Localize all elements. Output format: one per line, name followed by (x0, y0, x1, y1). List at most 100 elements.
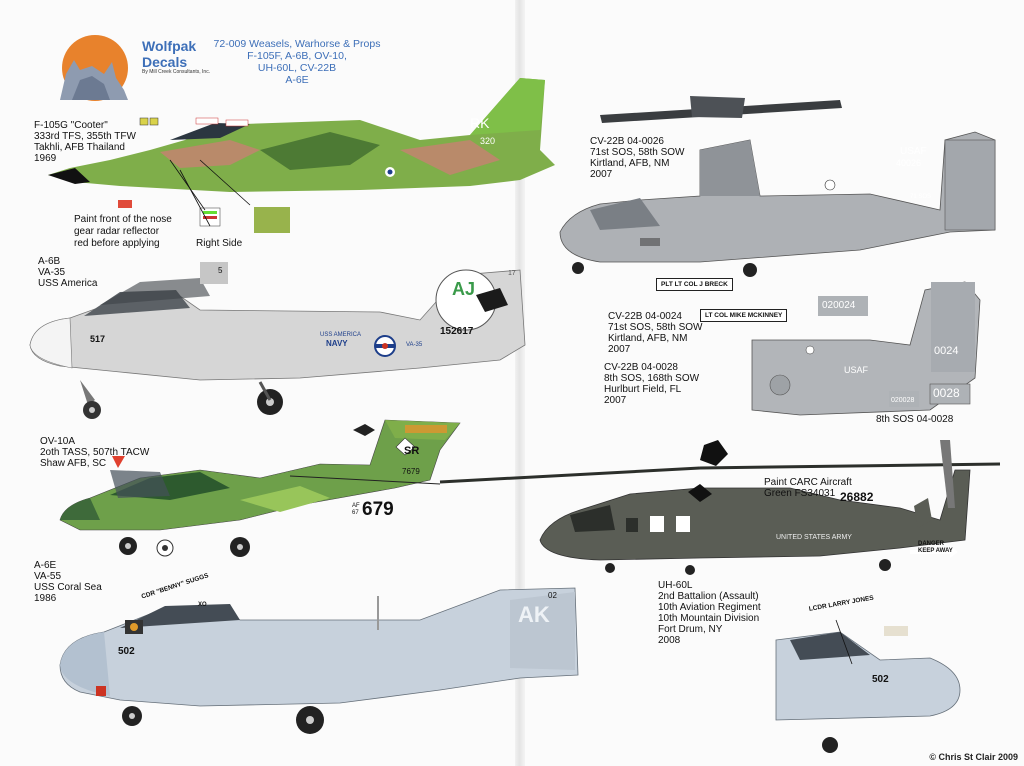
cv22b-line2: 71st SOS, 58th SOW (608, 322, 703, 333)
a6e-illustration (59, 587, 579, 734)
f105-paint-note: Paint front of the nose gear radar refle… (74, 214, 172, 250)
uh60-line6: 2008 (658, 635, 681, 646)
wolfpak-logo-icon (60, 35, 128, 101)
uh60-danger: DANGER KEEP AWAY (918, 541, 953, 555)
cv22b-usaf: USAF (844, 365, 869, 375)
cv22c-caption-tag: 8th SOS 04-0028 (876, 414, 954, 425)
cv22c-line2: 8th SOS, 168th SOW (604, 373, 700, 384)
a6e-line3: USS Coral Sea (34, 582, 102, 593)
brand-subtitle: By Mill Creek Consultants, Inc. (142, 69, 211, 75)
cv22b-line3: Kirtland, AFB, NM (608, 333, 688, 344)
a6b-line2: VA-35 (38, 267, 66, 278)
copyright: © Chris St Clair 2009 (929, 752, 1018, 762)
f105-caption: F-105G "Cooter" 333rd TFS, 355th TFW Tak… (34, 120, 136, 164)
cv22a-line2: 71st SOS, 58th SOW (590, 147, 685, 158)
ov10-af-block: AF 67 (352, 503, 360, 517)
ov10-line2: 2oth TASS, 507th TACW (40, 447, 150, 458)
cv22a-line1: CV-22B 04-0026 (590, 136, 664, 147)
uh60-line2: 2nd Battalion (Assault) (658, 591, 759, 602)
cv22b-caption: CV-22B 04-0024 71st SOS, 58th SOW Kirtla… (608, 311, 702, 355)
cv22c-line3: Hurlburt Field, FL (604, 384, 682, 395)
a6e-tail-letters: AK (518, 602, 550, 627)
ov10-af: AF (352, 503, 360, 509)
a6b-line1: A-6B (38, 256, 61, 267)
a6e-nose-detail-illustration (775, 619, 961, 753)
ov10-line1: OV-10A (40, 436, 76, 447)
ov10-af-year: 67 (352, 510, 359, 516)
cv22-top-illustration (559, 96, 996, 277)
f105-tail-num: 320 (480, 136, 496, 146)
cv22a-caption: CV-22B 04-0026 71st SOS, 58th SOW Kirtla… (590, 136, 684, 180)
cv22c-tail-small: 020028 (891, 397, 915, 404)
a6b-tail-letters: AJ (452, 279, 476, 299)
cv22a-pilot-plate: PLT LT COL J BRECK (656, 278, 733, 291)
f105-note-line2: gear radar reflector (74, 226, 160, 237)
a6e-line2: VA-55 (34, 571, 62, 582)
uh60-danger-line1: DANGER (918, 541, 945, 547)
a6e-nose-num2: 502 (872, 674, 889, 685)
a6b-bureau: 152617 (440, 326, 474, 337)
uh60-line5: Fort Drum, NY (658, 624, 723, 635)
a6b-service: NAVY (326, 339, 348, 348)
brand-name: Wolfpak Decals (142, 38, 196, 70)
cv22a-usaf: USAF (900, 146, 927, 157)
f105-line2: 333rd TFS, 355th TFW (34, 131, 136, 142)
cv22-tail-illustration (751, 281, 981, 416)
uh60-danger-line2: KEEP AWAY (918, 548, 953, 554)
a6b-line3: USS America (38, 278, 98, 289)
uh60-illustration (439, 440, 1001, 575)
a6b-illustration (29, 262, 526, 419)
ov10-illustration (59, 419, 461, 557)
uh60-line4: 10th Mountain Division (658, 613, 760, 624)
sheet-title-line1: 72-009 Weasels, Warhorse & Props (213, 38, 381, 50)
f105-line3: Takhli, AFB Thailand (34, 142, 125, 153)
cv22c-line1: CV-22B 04-0028 (604, 362, 678, 373)
cv22c-tail-num: 0028 (933, 386, 960, 400)
a6b-ship: USS AMERICA (320, 332, 362, 338)
a6e-line1: A-6E (34, 560, 57, 571)
cv22a-line3: Kirtland, AFB, NM (590, 158, 670, 169)
uh60-caption: UH-60L 2nd Battalion (Assault) 10th Avia… (658, 580, 761, 646)
cv22b-line4: 2007 (608, 344, 631, 355)
brand-line2: Decals (142, 54, 188, 70)
ov10-tail-code: SR (404, 445, 420, 457)
uh60-paint-line1: Paint CARC Aircraft (764, 477, 852, 488)
cv22b-tail-num: 0024 (934, 345, 959, 357)
cv22c-caption: CV-22B 04-0028 8th SOS, 168th SOW Hurlbu… (604, 362, 699, 406)
a6b-caption: A-6B VA-35 USS America (38, 256, 97, 289)
ov10-tail-small: 7679 (402, 467, 420, 476)
a6b-insert-num: 5 (218, 266, 223, 275)
brand-line1: Wolfpak (142, 38, 197, 54)
ov10-line3: Shaw AFB, SC (40, 458, 107, 469)
uh60-army: UNITED STATES ARMY (776, 534, 852, 541)
cv22a-tail-num: 40026 (896, 158, 922, 168)
a6e-nose-num: 502 (118, 646, 135, 657)
a6b-nose-num: 517 (90, 334, 106, 344)
sheet-title: 72-009 Weasels, Warhorse & Props F-105F,… (202, 38, 392, 86)
a6e-caption: A-6E VA-55 USS Coral Sea 1986 (34, 560, 102, 604)
uh60-line1: UH-60L (658, 580, 693, 591)
a6b-squadron: VA-35 (406, 342, 423, 348)
a6e-xo: XO (198, 602, 207, 608)
sheet-title-line2: F-105F, A-6B, OV-10, (247, 50, 347, 62)
f105-right-side-label: Right Side (196, 238, 243, 249)
cv22a-line4: 2007 (590, 169, 613, 180)
cv22b-tail-small: 020024 (822, 300, 856, 311)
ov10-caption: OV-10A 2oth TASS, 507th TACW Shaw AFB, S… (40, 436, 149, 469)
f105-note-line1: Paint front of the nose (74, 214, 172, 225)
f105-line1: F-105G "Cooter" (34, 120, 108, 131)
uh60-tail-num: 26882 (840, 490, 874, 504)
a6e-line4: 1986 (34, 593, 57, 604)
uh60-paint-note: Paint CARC Aircraft Green FS34031 (764, 477, 852, 499)
cv22b-line1: CV-22B 04-0024 (608, 311, 682, 322)
uh60-line3: 10th Aviation Regiment (658, 602, 761, 613)
cv22a-unit-tag: 71 SOS (910, 194, 932, 200)
f105-note-line3: red before applying (74, 238, 160, 249)
a6b-tail-tip: 17 (508, 270, 516, 277)
f105-illustration (48, 78, 555, 233)
f105-tail-code: RK (470, 115, 490, 131)
uh60-paint-line2: Green FS34031 (764, 488, 836, 499)
sheet-title-line4: A-6E (285, 74, 309, 86)
